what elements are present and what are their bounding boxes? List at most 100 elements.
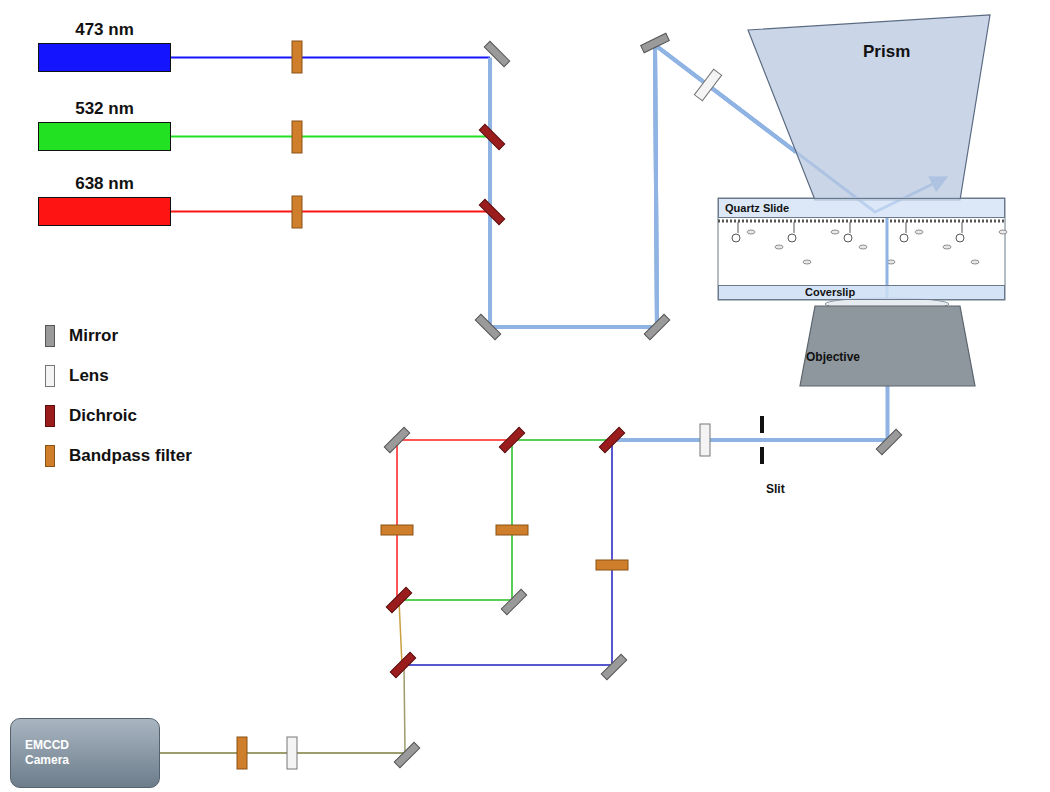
light-path — [171, 45, 796, 327]
tether — [738, 222, 739, 233]
legend-entry: Lens — [45, 356, 192, 396]
mirror — [484, 41, 509, 66]
legend-text: Mirror — [69, 326, 118, 346]
sample-molecules — [732, 222, 1007, 264]
laser-source: 473 nm — [38, 20, 171, 72]
tether — [794, 222, 795, 233]
legend-swatch — [45, 445, 55, 467]
coverslip-label: Coverslip — [805, 286, 855, 299]
mirror — [601, 654, 626, 679]
legend-text: Bandpass filter — [69, 446, 192, 466]
coverslip: Coverslip — [718, 285, 1005, 300]
lens — [700, 424, 710, 456]
bandpass-filter — [292, 196, 302, 228]
camera: EMCCD Camera — [10, 718, 160, 788]
bandpass-filter — [292, 41, 302, 73]
objective-outline — [800, 306, 975, 386]
mirror — [384, 427, 409, 452]
lens — [287, 737, 297, 769]
prism-outline — [745, 12, 992, 202]
hairpin — [900, 234, 908, 242]
quartz-slide: Quartz Slide — [718, 198, 1005, 218]
part-label: Slit — [766, 482, 785, 496]
bandpass-filter — [496, 525, 528, 535]
merged-channel — [404, 665, 405, 753]
mirror — [644, 314, 669, 339]
mirror — [394, 742, 419, 767]
laser-source: 532 nm — [38, 99, 171, 151]
legend-text: Dichroic — [69, 406, 137, 426]
bead — [803, 260, 811, 264]
beam-segment — [171, 57, 490, 59]
bead — [971, 260, 979, 264]
light-path — [160, 386, 888, 753]
wavelength-label: 473 nm — [38, 20, 171, 42]
beam-segment — [160, 752, 405, 754]
legend-entry: Bandpass filter — [45, 436, 192, 476]
camera-label: EMCCD Camera — [25, 738, 85, 768]
legend-swatch — [45, 325, 55, 347]
prism-shape — [748, 15, 990, 200]
beam-segment — [171, 136, 490, 138]
bead — [999, 230, 1007, 234]
green-channel — [400, 440, 612, 600]
light-path — [171, 45, 796, 327]
objective-shape — [800, 306, 975, 386]
bead — [747, 230, 755, 234]
objective-label: Objective — [806, 350, 860, 364]
legend-swatch — [45, 405, 55, 427]
bandpass-filter — [596, 560, 628, 570]
bead — [943, 245, 951, 249]
laser-body — [38, 122, 171, 151]
lens — [694, 69, 721, 101]
tether — [850, 222, 851, 233]
mirror — [876, 429, 901, 454]
wavelength-label: 638 nm — [38, 174, 171, 196]
bandpass-filter — [381, 525, 413, 535]
dichroic — [386, 587, 411, 612]
dichroic — [390, 652, 415, 677]
beam-segment — [171, 211, 490, 213]
hairpin — [956, 234, 964, 242]
merged-channel — [399, 600, 402, 665]
laser-source: 638 nm — [38, 174, 171, 226]
hairpin — [844, 234, 852, 242]
mirror — [475, 314, 500, 339]
blue-channel — [405, 440, 612, 665]
bandpass-filter — [292, 121, 302, 153]
laser-body — [38, 197, 171, 226]
tether — [962, 222, 963, 233]
hairpin — [788, 234, 796, 242]
bead — [775, 245, 783, 249]
bead — [859, 245, 867, 249]
legend-swatch — [45, 365, 55, 387]
legend-entry: Mirror — [45, 316, 192, 356]
hairpin — [732, 234, 740, 242]
slit — [760, 447, 764, 464]
sample-chamber — [718, 198, 1005, 300]
light-path — [171, 45, 796, 327]
legend-text: Lens — [69, 366, 109, 386]
tether — [906, 222, 907, 233]
beam-segment — [612, 386, 888, 440]
bead — [915, 230, 923, 234]
slit — [760, 416, 764, 433]
prism-label: Prism — [863, 42, 910, 62]
dichroic — [479, 124, 504, 149]
bandpass-filter — [237, 737, 247, 769]
dichroic — [599, 427, 624, 452]
dichroic — [479, 199, 504, 224]
legend-entry: Dichroic — [45, 396, 192, 436]
dichroic — [499, 427, 524, 452]
bead — [831, 230, 839, 234]
prism: Prism — [745, 12, 992, 202]
legend: MirrorLensDichroicBandpass filter — [45, 316, 192, 476]
mirror — [641, 33, 670, 52]
red-channel — [397, 440, 512, 600]
objective: Objective — [800, 306, 975, 386]
laser-body — [38, 43, 171, 72]
mirror — [501, 589, 526, 614]
wavelength-label: 532 nm — [38, 99, 171, 121]
quartz-slide-label: Quartz Slide — [725, 199, 789, 217]
